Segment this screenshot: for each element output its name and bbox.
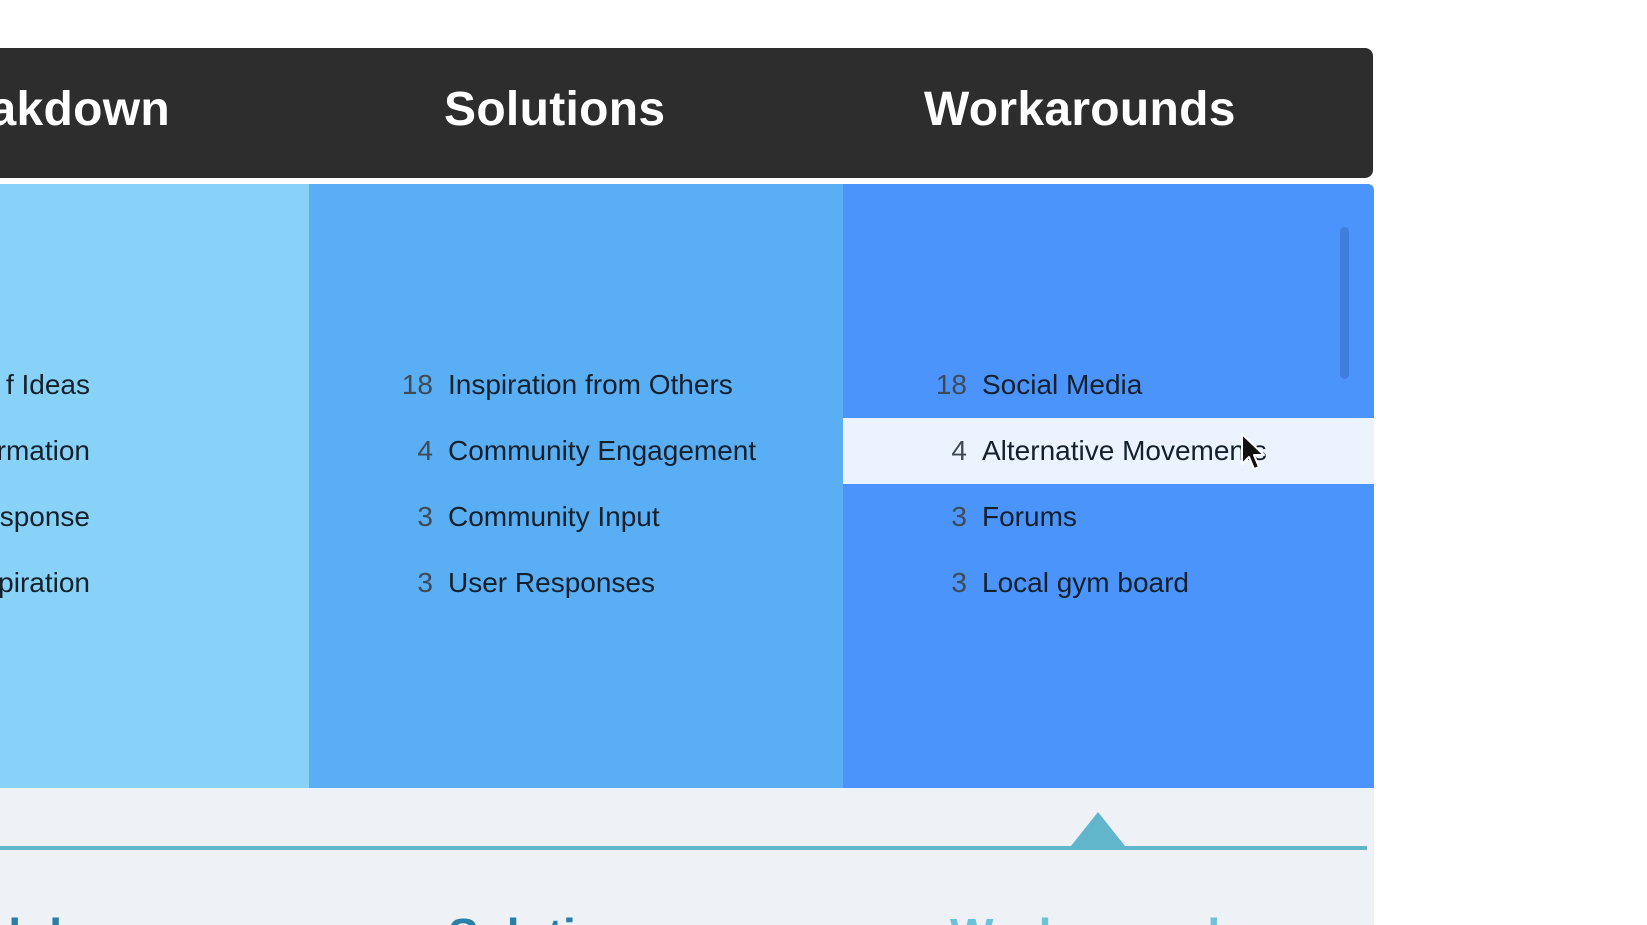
solutions-column: 18 Inspiration from Others 4 Community E… <box>309 184 843 788</box>
list-item[interactable]: 3 Community Input <box>309 484 843 550</box>
column-title-solutions: Solutions <box>444 83 666 136</box>
item-count: 3 <box>951 501 967 532</box>
item-label: Local gym board <box>982 567 1190 598</box>
item-label: g Inspiration <box>0 567 90 598</box>
item-count: 4 <box>951 435 967 466</box>
item-label: f Response <box>0 501 90 532</box>
item-label: f Ideas <box>5 369 90 400</box>
list-item[interactable]: 18 Inspiration from Others <box>309 352 843 418</box>
pointer-cursor-icon <box>1241 433 1265 470</box>
tab-workarounds[interactable]: Workarounds <box>950 908 1246 925</box>
item-count: 3 <box>417 501 433 532</box>
scrollbar[interactable] <box>1340 227 1349 379</box>
item-label: Forums <box>982 501 1077 532</box>
triangle-marker-icon[interactable] <box>1071 812 1125 846</box>
column-header-bar <box>0 48 1373 178</box>
item-count: 3 <box>417 567 433 598</box>
item-label: User Responses <box>448 567 655 598</box>
list-item[interactable]: f Ideas <box>0 352 309 418</box>
item-count: 3 <box>951 567 967 598</box>
list-item[interactable]: 18 Social Media <box>843 352 1374 418</box>
item-count: 4 <box>417 435 433 466</box>
item-label: Social Media <box>982 369 1143 400</box>
list-item[interactable]: 3 User Responses <box>309 550 843 616</box>
tab-breakdown[interactable]: akdown <box>0 908 154 925</box>
list-item[interactable]: 4 Community Engagement <box>309 418 843 484</box>
list-item[interactable]: f Information <box>0 418 309 484</box>
item-label: Community Input <box>448 501 660 532</box>
breakdown-column: f Ideas f Information f Response g Inspi… <box>0 184 309 788</box>
list-item[interactable]: 3 Local gym board <box>843 550 1374 616</box>
timeline-track <box>0 846 1367 850</box>
tab-solutions[interactable]: Solutions <box>448 908 658 925</box>
item-label: Alternative Movements <box>982 435 1267 466</box>
list-item-highlighted[interactable]: 4 Alternative Movements <box>843 418 1374 484</box>
item-count: 18 <box>401 369 433 400</box>
item-count: 18 <box>935 369 967 400</box>
column-title-workarounds: Workarounds <box>924 83 1236 136</box>
list-item[interactable]: 3 Forums <box>843 484 1374 550</box>
list-item[interactable]: g Inspiration <box>0 550 309 616</box>
item-label: Community Engagement <box>448 435 757 466</box>
list-item[interactable]: f Response <box>0 484 309 550</box>
bottom-tab-area <box>0 788 1374 925</box>
item-label: Inspiration from Others <box>448 369 733 400</box>
item-label: f Information <box>0 435 90 466</box>
workarounds-column: 18 Social Media 4 Alternative Movements … <box>843 184 1374 788</box>
column-title-breakdown: akdown <box>0 83 170 136</box>
